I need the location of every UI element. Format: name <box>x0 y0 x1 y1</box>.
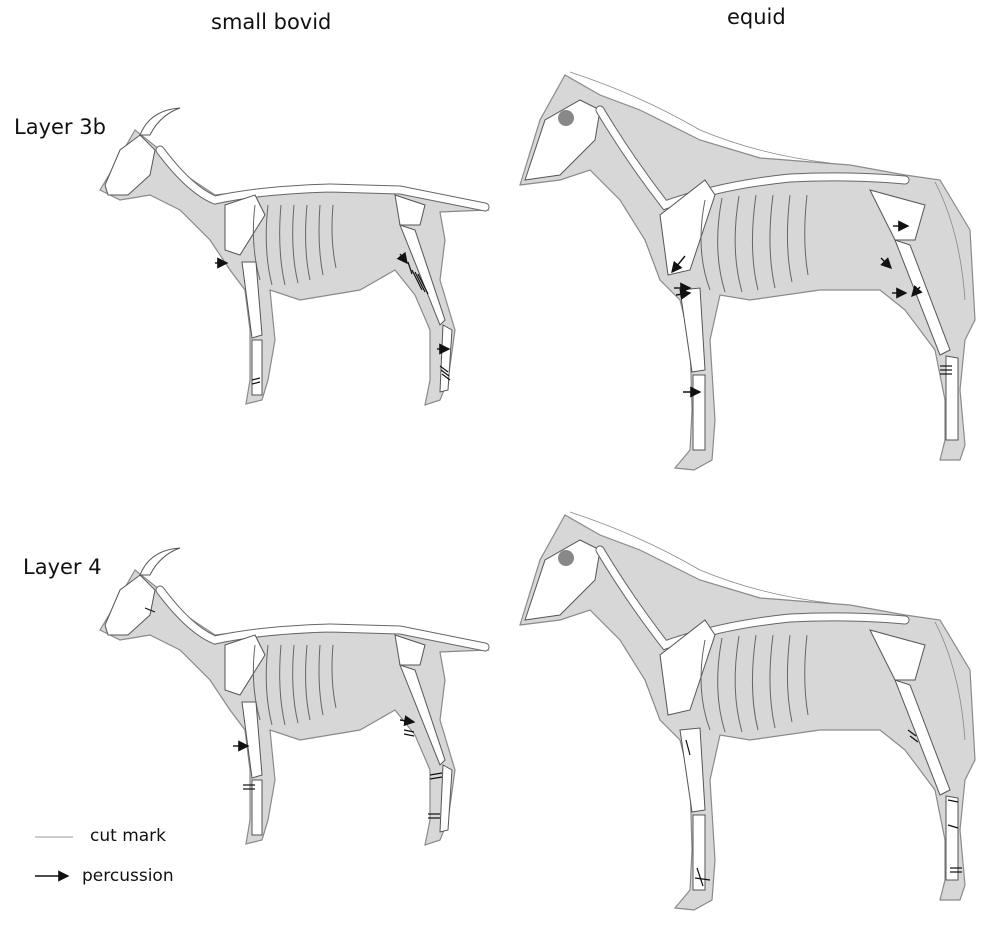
legend-percussion-label: percussion <box>82 866 174 886</box>
small-bovid-layer-4-skeleton <box>100 548 488 845</box>
equid-layer-4-skeleton <box>520 512 975 910</box>
legend-cut-mark-label: cut mark <box>90 826 166 846</box>
small-bovid-layer-3b-skeleton <box>100 108 488 405</box>
equid-layer-3b-skeleton <box>520 72 975 470</box>
